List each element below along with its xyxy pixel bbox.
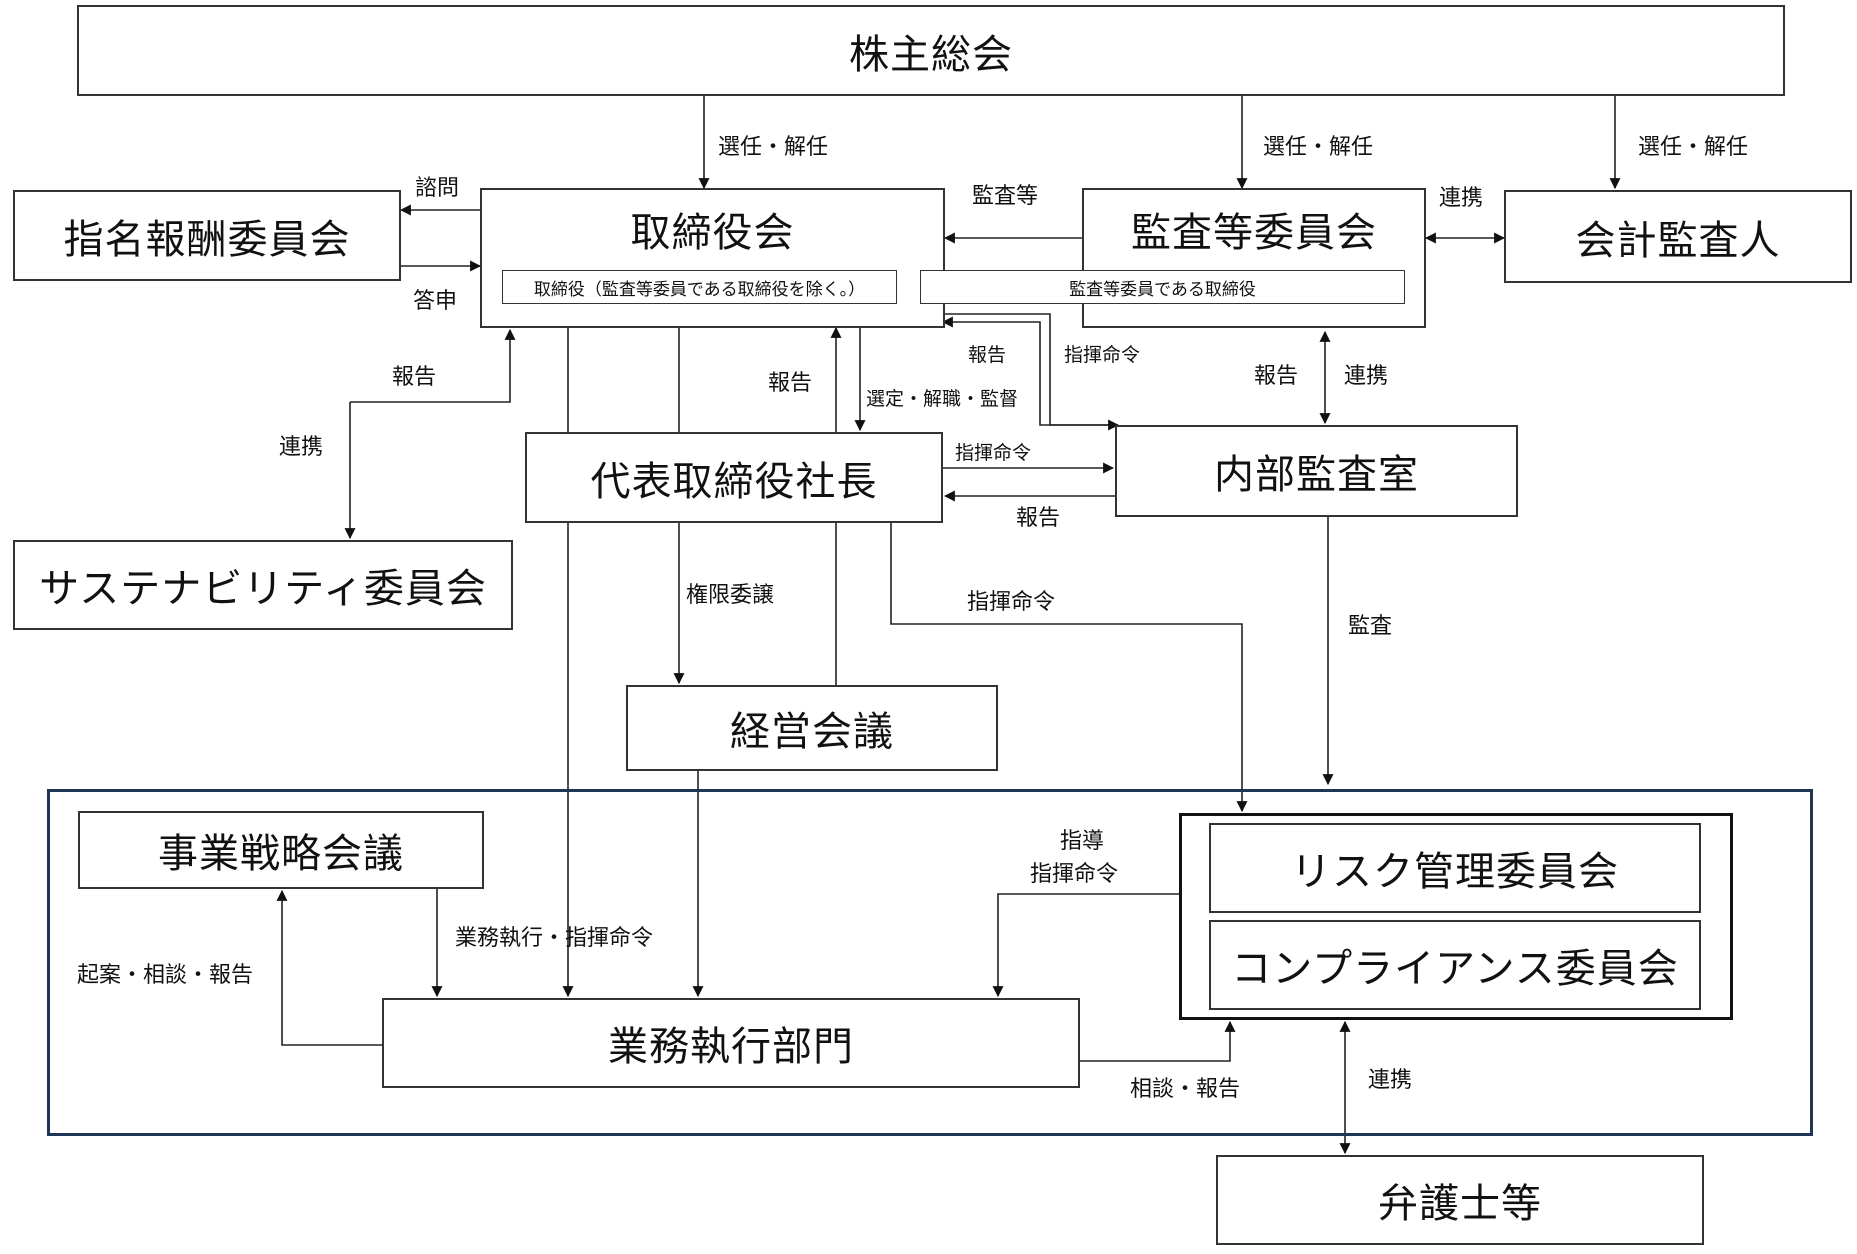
arrow-command-risk bbox=[890, 523, 1248, 813]
label-audit-etc: 監査等 bbox=[972, 184, 1039, 209]
shareholders-meeting-label: 株主総会 bbox=[849, 31, 1013, 78]
management-meeting-box: 経営会議 bbox=[626, 685, 998, 771]
label-appoint-board: 選任・解任 bbox=[718, 135, 829, 160]
accounting-auditor-label: 会計監査人 bbox=[1575, 217, 1781, 264]
business-strategy-label: 事業戦略会議 bbox=[158, 831, 404, 877]
lawyers-box: 弁護士等 bbox=[1216, 1155, 1704, 1245]
risk-committee-label: リスク管理委員会 bbox=[1291, 849, 1619, 895]
arrow-consult-report bbox=[1080, 1020, 1236, 1062]
label-guidance-1: 指導 bbox=[1060, 829, 1105, 854]
label-report-audit-internal: 報告 bbox=[1254, 364, 1299, 389]
label-appoint-audit: 選任・解任 bbox=[1263, 135, 1374, 160]
arrow-report-sustain bbox=[350, 328, 516, 403]
business-strategy-box: 事業戦略会議 bbox=[78, 811, 484, 889]
label-guidance-2: 指揮命令 bbox=[1030, 862, 1119, 887]
label-coop-audit-internal: 連携 bbox=[1344, 364, 1389, 389]
label-audit: 監査 bbox=[1348, 614, 1393, 639]
label-coop-accounting: 連携 bbox=[1439, 186, 1484, 211]
nomination-committee-label: 指名報酬委員会 bbox=[63, 216, 351, 263]
label-reply: 答申 bbox=[413, 289, 458, 314]
compliance-committee-box: コンプライアンス委員会 bbox=[1209, 920, 1701, 1010]
internal-audit-box: 内部監査室 bbox=[1115, 425, 1518, 517]
audit-committee-box: 監査等委員会 bbox=[1082, 188, 1426, 328]
president-box: 代表取締役社長 bbox=[525, 432, 943, 523]
label-consult: 諮問 bbox=[415, 176, 460, 201]
compliance-committee-label: コンプライアンス委員会 bbox=[1231, 946, 1679, 992]
sustainability-committee-label: サステナビリティ委員会 bbox=[39, 566, 487, 612]
label-proposal: 起案・相談・報告 bbox=[77, 963, 254, 988]
label-select-dismiss: 選定・解職・監督 bbox=[866, 388, 1019, 410]
arrow-proposal bbox=[276, 889, 382, 1046]
label-command-president-internal: 指揮命令 bbox=[955, 442, 1032, 464]
board-label: 取締役会 bbox=[630, 210, 795, 256]
label-delegation: 権限委譲 bbox=[686, 583, 775, 608]
board-box: 取締役会 bbox=[480, 188, 945, 328]
arrow-command-internal bbox=[940, 313, 1120, 431]
lawyers-label: 弁護士等 bbox=[1378, 1181, 1542, 1227]
shareholders-meeting-box: 株主総会 bbox=[77, 5, 1785, 96]
management-meeting-label: 経営会議 bbox=[730, 709, 894, 755]
internal-audit-label: 内部監査室 bbox=[1214, 452, 1419, 498]
label-report-board: 報告 bbox=[968, 344, 1007, 366]
label-report-sustain: 報告 bbox=[392, 365, 437, 390]
risk-committee-box: リスク管理委員会 bbox=[1209, 823, 1701, 913]
execution-region bbox=[47, 789, 1813, 1136]
accounting-auditor-box: 会計監査人 bbox=[1504, 190, 1852, 283]
label-consult-report: 相談・報告 bbox=[1130, 1077, 1241, 1102]
label-coop-sustain: 連携 bbox=[279, 435, 324, 460]
board-sub-directors: 取締役（監査等委員である取締役を除く。） bbox=[502, 270, 897, 304]
label-command-president-risk: 指揮命令 bbox=[967, 590, 1056, 615]
label-coop-lawyers: 連携 bbox=[1368, 1068, 1413, 1093]
label-command-internal: 指揮命令 bbox=[1064, 344, 1141, 366]
label-exec-command: 業務執行・指揮命令 bbox=[455, 926, 654, 951]
label-report-internal-president: 報告 bbox=[1016, 506, 1061, 531]
execution-dept-box: 業務執行部門 bbox=[382, 998, 1080, 1088]
nomination-committee-box: 指名報酬委員会 bbox=[13, 190, 401, 281]
audit-committee-label: 監査等委員会 bbox=[1131, 210, 1377, 256]
sustainability-committee-box: サステナビリティ委員会 bbox=[13, 540, 513, 630]
execution-dept-label: 業務執行部門 bbox=[608, 1024, 854, 1070]
label-report-president-board: 報告 bbox=[768, 371, 813, 396]
president-label: 代表取締役社長 bbox=[590, 458, 878, 505]
board-sub-audit-directors: 監査等委員である取締役 bbox=[920, 270, 1405, 304]
arrow-guidance bbox=[992, 893, 1179, 998]
label-appoint-accounting: 選任・解任 bbox=[1638, 135, 1749, 160]
